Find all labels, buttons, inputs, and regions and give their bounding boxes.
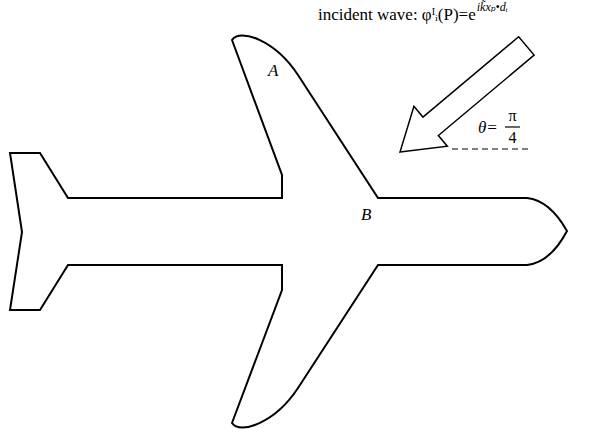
point-label: A	[268, 62, 278, 81]
point-label: B	[361, 206, 371, 225]
formula-text: incident wave: φᴵᵢ(P)=e	[318, 6, 476, 25]
incident-wave-arrow	[383, 26, 543, 172]
angle-denominator: 4	[509, 129, 517, 147]
angle-label: θ=	[478, 119, 498, 138]
formula-exponent: ik̃xₚ•dᵢ	[477, 1, 508, 14]
reference-dashed-line	[452, 148, 528, 149]
angle-numerator: π	[508, 107, 516, 125]
fraction-bar	[505, 126, 520, 127]
